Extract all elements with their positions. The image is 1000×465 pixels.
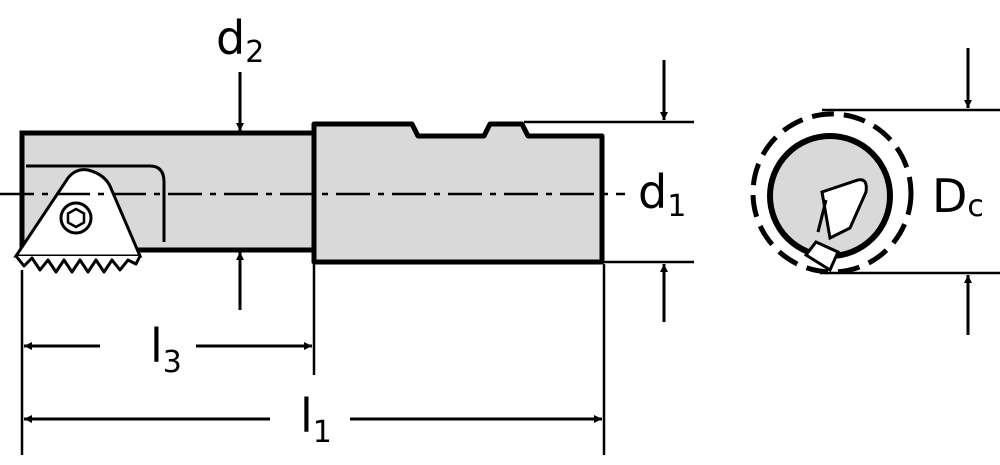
insert-pocket (26, 164, 166, 242)
end-view-insert (820, 178, 868, 241)
insert-teeth (14, 255, 142, 274)
l3-label: l3 (150, 319, 182, 380)
d2-label: d2 (216, 11, 264, 70)
dimension-d2: d2 (216, 11, 264, 310)
dimension-d1: d1 (524, 60, 694, 322)
bore-diameter-circle (750, 111, 914, 275)
screw-hex (66, 207, 86, 229)
d1-label: d1 (638, 165, 686, 224)
l1-label: l1 (300, 389, 332, 450)
dimension-l1: l1 (24, 264, 606, 455)
dimension-l3: l3 (20, 264, 316, 455)
end-view: Dc (750, 48, 1000, 335)
side-view (13, 121, 605, 274)
insert-screw-icon (59, 201, 93, 235)
dc-label: Dc (932, 169, 984, 224)
end-view-tip (803, 240, 840, 273)
